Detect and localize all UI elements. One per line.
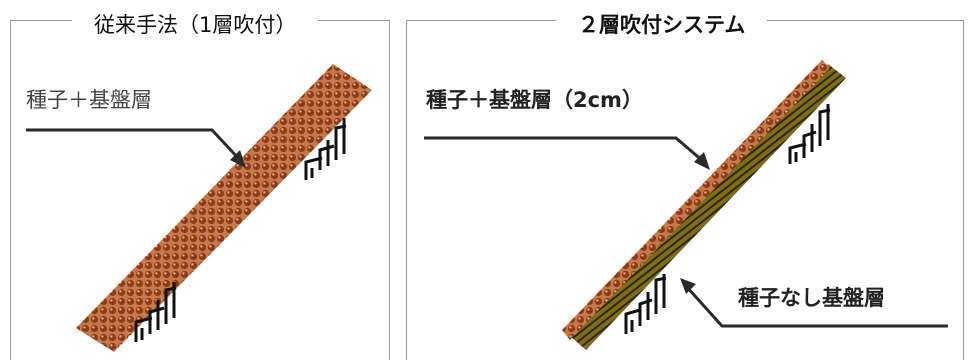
label-seed-base-layer: 種子＋基盤層: [26, 88, 152, 112]
root-icon: [624, 274, 667, 334]
base-layer-no-seed: [570, 64, 846, 350]
arrowhead-icon: [680, 278, 696, 294]
root-icon: [788, 104, 831, 164]
arrowhead-icon: [230, 150, 246, 168]
panel-title-two-layer: ２層吹付システム: [556, 8, 768, 42]
leader-arrow: [26, 128, 242, 162]
label-base-layer-no-seed: 種子なし基盤層: [738, 286, 885, 310]
arrowhead-icon: [694, 152, 710, 170]
root-icon: [134, 282, 177, 342]
leader-arrow: [424, 136, 705, 164]
panel-title-conventional: 従来手法（1層吹付）: [72, 8, 319, 42]
seed-base-layer-2cm: [562, 60, 830, 340]
seed-base-layer: [76, 64, 372, 352]
root-icon: [304, 118, 347, 180]
leader-arrow: [684, 284, 948, 328]
label-seed-base-layer-2cm: 種子＋基盤層（2cm）: [426, 88, 643, 112]
